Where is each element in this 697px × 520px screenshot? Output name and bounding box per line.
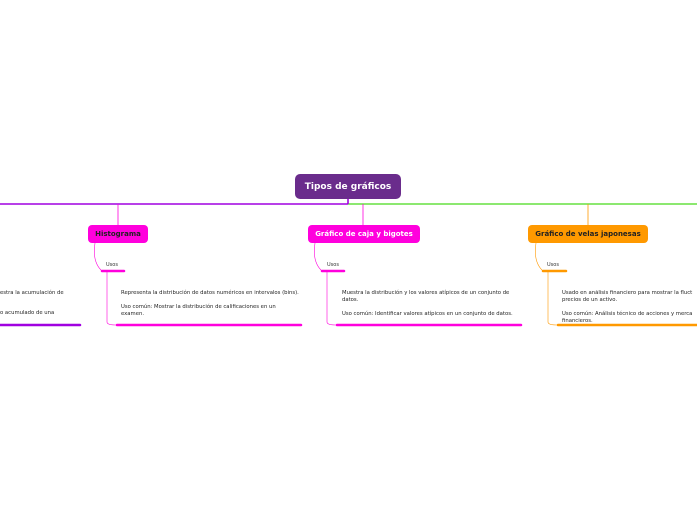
desc-histograma[interactable]: Representa la distribución de datos numé… [121, 290, 299, 317]
connector-velas-desc [547, 271, 558, 326]
central-topic-label: Tipos de gráficos [304, 181, 392, 192]
desc-velas-japonesas[interactable]: Usado en análisis financiero para mostra… [562, 290, 693, 324]
topic-velas-japonesas[interactable]: Gráfico de velas japonesas [528, 225, 648, 243]
central-topic-node[interactable]: Tipos de gráficos [295, 174, 401, 199]
connector-histograma-uses [94, 242, 103, 272]
connector-caja-desc [326, 271, 337, 326]
uses-histograma[interactable]: Usos [106, 262, 118, 268]
desc-partial-left-line1[interactable]: estra la acumulación de [0, 290, 64, 296]
topic-caja-bigotes-label: Gráfico de caja y bigotes [315, 230, 413, 238]
uses-velas-japonesas[interactable]: Usos [547, 262, 559, 268]
desc-partial-left-line2[interactable]: o acumulado de una [0, 310, 55, 316]
desc-caja-bigotes[interactable]: Muestra la distribución y los valores at… [342, 290, 513, 317]
connector-velas-uses [535, 242, 544, 272]
topic-histograma[interactable]: Histograma [88, 225, 148, 243]
uses-caja-bigotes[interactable]: Usos [327, 262, 339, 268]
connector-caja-uses [314, 242, 323, 272]
topic-caja-bigotes[interactable]: Gráfico de caja y bigotes [308, 225, 420, 243]
topic-velas-japonesas-label: Gráfico de velas japonesas [535, 230, 641, 238]
connector-histograma-desc [106, 271, 117, 326]
topic-histograma-label: Histograma [95, 230, 141, 238]
